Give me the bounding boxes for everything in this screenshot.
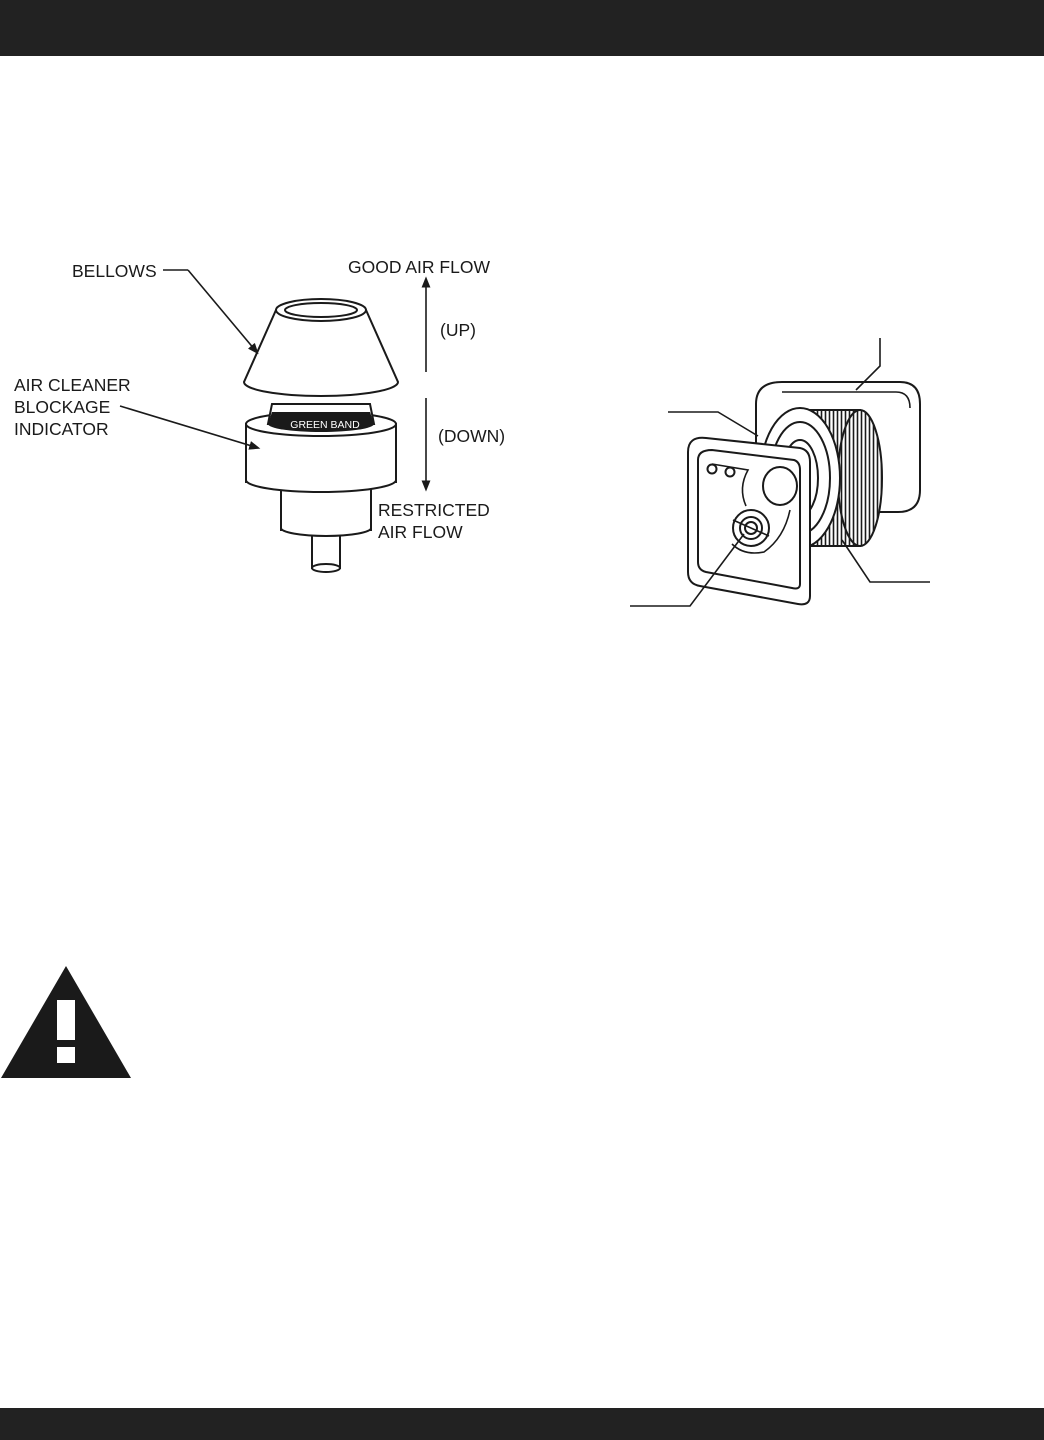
indicator-leader: [119, 405, 261, 450]
bottom-footer-bar: [0, 1408, 1044, 1440]
blockage-indicator-diagram: GREEN BAND BELLOWS AIR CLEANER BLOCKAGE …: [14, 257, 505, 573]
top-header-bar: [0, 0, 1044, 56]
indicator-port: [762, 466, 798, 506]
housing-leader: [855, 338, 881, 391]
up-label: (UP): [440, 320, 476, 340]
filter-leader: [841, 539, 930, 583]
bellows-leader: [187, 269, 259, 355]
bellows-label: BELLOWS: [72, 261, 157, 281]
bellows: [242, 309, 400, 397]
good-air-flow-label: GOOD AIR FLOW: [348, 257, 490, 277]
green-band: [268, 412, 374, 432]
restricted-label-line-2: AIR FLOW: [378, 522, 463, 542]
element-leader: [668, 411, 759, 437]
down-label: (DOWN): [438, 426, 505, 446]
green-band-label: GREEN BAND: [290, 419, 360, 431]
restricted-label-line-1: RESTRICTED: [378, 500, 490, 520]
warning-triangle-icon: [1, 966, 131, 1078]
wing-nut-leader: [630, 533, 745, 607]
indicator-label-line-3: INDICATOR: [14, 419, 109, 439]
indicator-label-line-2: BLOCKAGE: [14, 397, 110, 417]
indicator-label-line-1: AIR CLEANER: [14, 375, 131, 395]
air-cleaner-assembly-diagram: [630, 338, 930, 607]
